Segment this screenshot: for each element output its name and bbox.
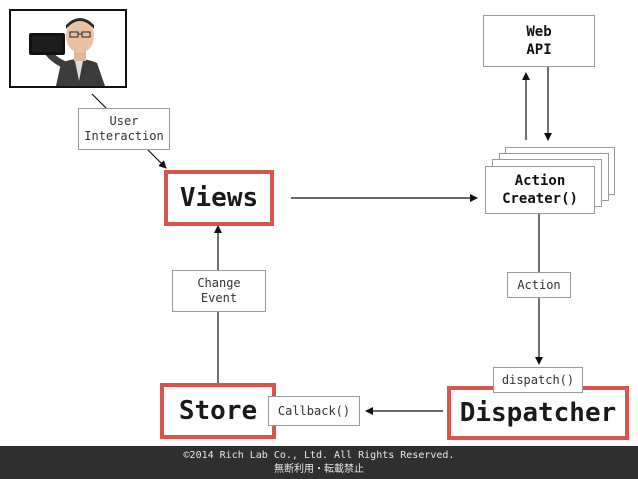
copyright-text: ©2014 Rich Lab Co., Ltd. All Rights Rese… xyxy=(183,450,455,461)
views-node: Views xyxy=(164,170,274,226)
action-node: Action xyxy=(507,272,571,298)
interaction-to-views-arrow xyxy=(147,149,167,169)
change-event-node: Change Event xyxy=(172,270,266,312)
user-photo xyxy=(9,9,127,88)
action-creater-node: Action Creater() xyxy=(485,166,595,214)
footer-bar: ©2014 Rich Lab Co., Ltd. All Rights Rese… xyxy=(0,446,638,479)
user-interaction-node: User Interaction xyxy=(78,108,170,150)
photo-connector xyxy=(91,93,107,109)
dispatch-node: dispatch() xyxy=(493,367,583,393)
web-api-node: Web API xyxy=(483,15,595,67)
callback-node: Callback() xyxy=(268,396,360,426)
usage-notice-text: 無断利用・転載禁止 xyxy=(274,464,364,475)
dispatcher-node: Dispatcher xyxy=(447,386,629,440)
store-node: Store xyxy=(160,383,276,439)
